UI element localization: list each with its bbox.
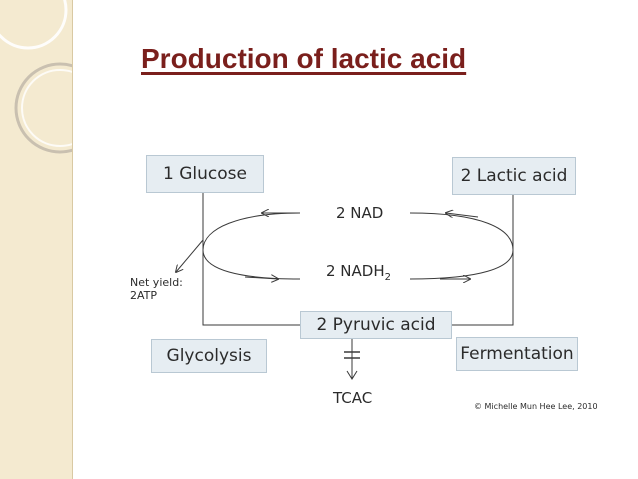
nad-arrow-right	[446, 213, 479, 217]
net-yield-line1: Net yield:	[130, 276, 183, 289]
net-yield-arrow	[176, 239, 204, 272]
nad-arc-right	[409, 212, 514, 251]
nadh-text: 2 NADH	[326, 262, 385, 280]
nad-arc-left	[202, 212, 301, 251]
glycolysis-box: Glycolysis	[151, 339, 267, 373]
glycolysis-path	[202, 192, 300, 326]
pyruvic-acid-box: 2 Pyruvic acid	[300, 311, 452, 339]
copyright-label: © Michelle Mun Hee Lee, 2010	[474, 402, 598, 411]
net-yield-label: Net yield: 2ATP	[130, 276, 183, 302]
tcac-label: TCAC	[333, 389, 373, 407]
decorative-sidebar	[0, 0, 73, 479]
nadh-subscript: 2	[384, 272, 391, 283]
lactic-acid-box: 2 Lactic acid	[452, 157, 576, 195]
nadh-arc-right	[409, 249, 514, 280]
page-title: Production of lactic acid	[141, 43, 467, 74]
tcac-arrow-head	[346, 370, 358, 380]
nadh-arrow-left	[244, 277, 278, 279]
nad-label: 2 NAD	[336, 204, 384, 222]
glucose-box: 1 Glucose	[146, 155, 264, 193]
nadh-arc-left	[202, 249, 301, 280]
fermentation-path	[452, 195, 514, 326]
nadh-label: 2 NADH2	[326, 262, 391, 283]
fermentation-box: Fermentation	[456, 337, 578, 371]
decorative-circles	[0, 0, 72, 154]
net-yield-line2: 2ATP	[130, 289, 158, 302]
